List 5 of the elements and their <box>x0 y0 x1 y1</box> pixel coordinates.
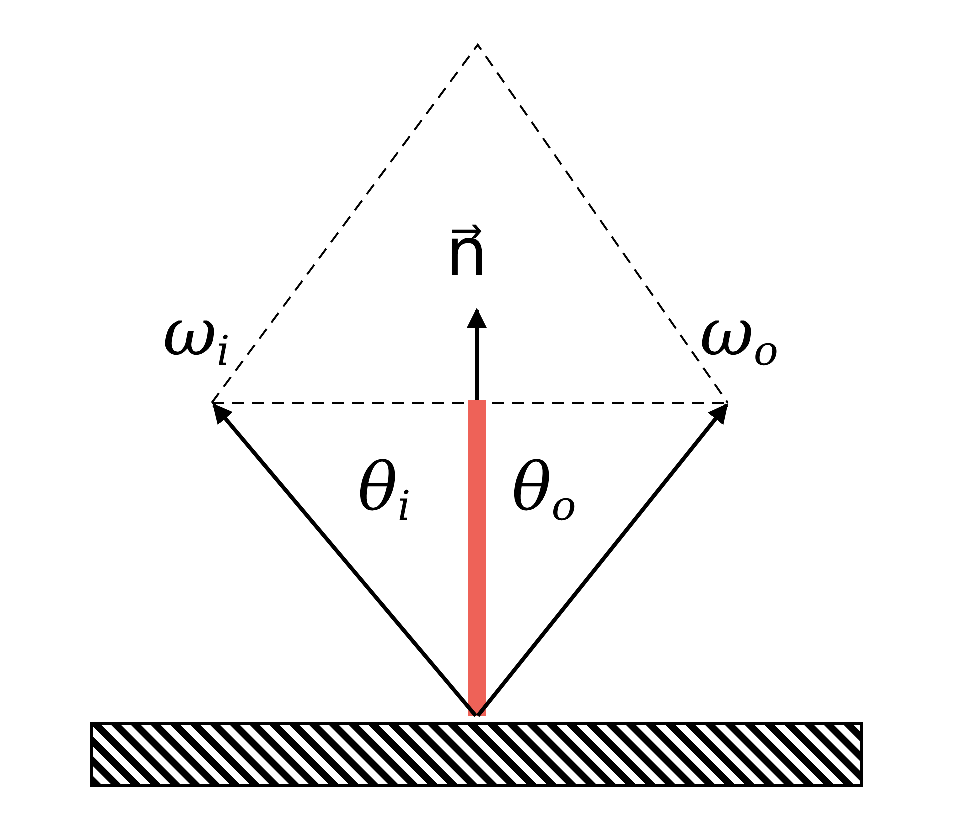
math-label: ω$_{o}$ <box>700 300 778 372</box>
math-label: ω$_{i}$ <box>163 300 230 372</box>
math-label: θ$_{o}$ <box>512 455 576 528</box>
math-label: n⃗ <box>446 220 488 286</box>
math-label: θ$_{i}$ <box>358 455 411 528</box>
